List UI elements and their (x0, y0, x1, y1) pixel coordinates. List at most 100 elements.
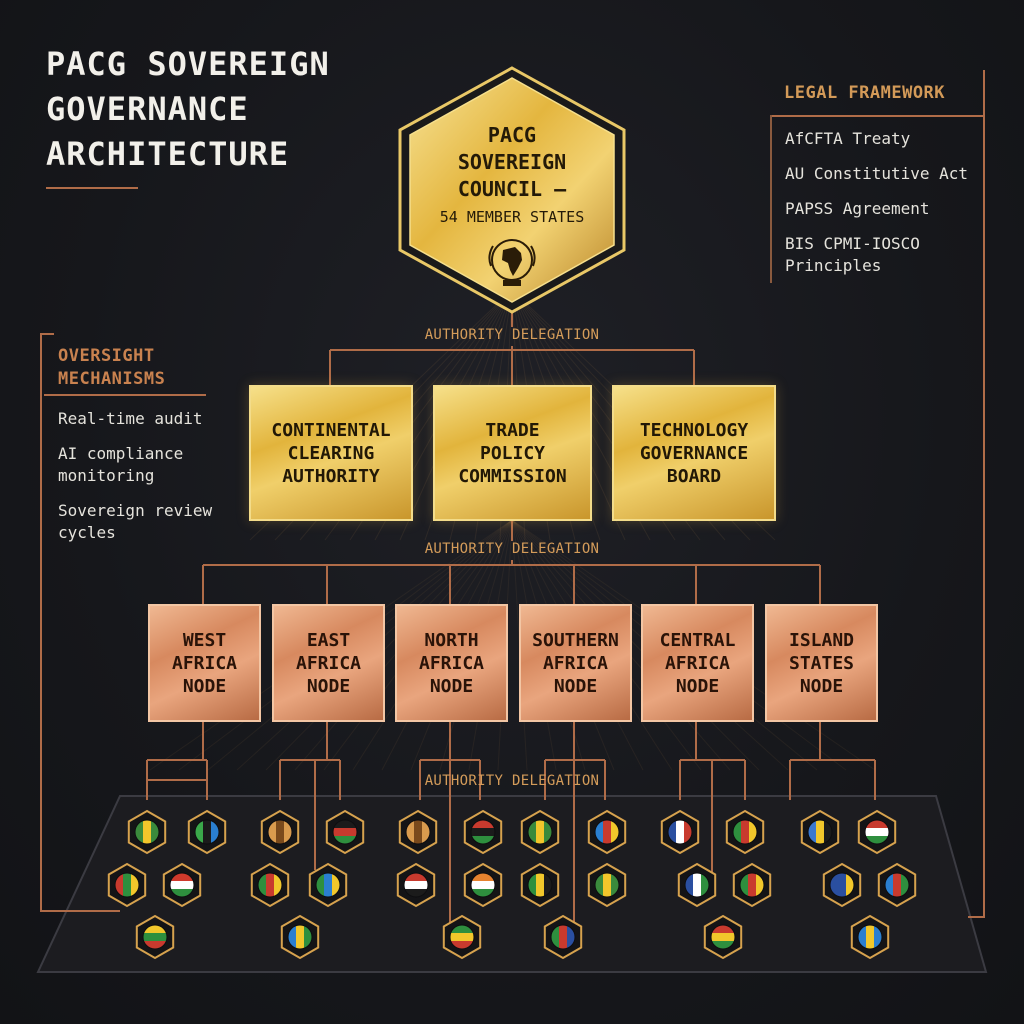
authority-label: TECHNOLOGY GOVERNANCE BOARD (639, 419, 749, 487)
technology-governance-board-box[interactable]: TECHNOLOGY GOVERNANCE BOARD (612, 385, 776, 521)
flag-stripe (741, 820, 749, 844)
flag-emblem-blue-icon (850, 914, 890, 960)
flag-disc-rim (594, 819, 620, 845)
flag-stripe (406, 820, 414, 844)
flag-disc-rim (169, 872, 195, 898)
flag-disc (858, 925, 882, 949)
flag-horizontal-red-black-green-icon (463, 809, 503, 855)
oversight-list: Real-time audit AI compliance monitoring… (58, 408, 228, 557)
flag-vertical-green-red-yellow-icon (250, 862, 290, 908)
continental-clearing-authority-box[interactable]: CONTINENTAL CLEARING AUTHORITY (249, 385, 413, 521)
flag-disc (733, 820, 757, 844)
flag-stripe (858, 925, 866, 949)
flag-stripe (559, 925, 567, 949)
flag-disc-rim (332, 819, 358, 845)
flag-disc-rim (470, 819, 496, 845)
central-africa-node-box[interactable]: CENTRAL AFRICA NODE (641, 604, 754, 722)
flag-horizontal-black-red-green-icon (325, 809, 365, 855)
oversight-item: AI compliance monitoring (58, 444, 184, 485)
west-africa-node-box[interactable]: WEST AFRICA NODE (148, 604, 261, 722)
flag-disc-rim (287, 924, 313, 950)
flag-stripe (865, 836, 889, 844)
flag-disc (170, 873, 194, 897)
flag-disc-rim (470, 872, 496, 898)
legal-framework-divider (770, 115, 772, 283)
flag-disc (711, 925, 735, 949)
flag-stripe (528, 873, 536, 897)
flag-stripe (123, 873, 131, 897)
oversight-heading: OVERSIGHT MECHANISMS (58, 346, 166, 389)
north-africa-node-box[interactable]: NORTH AFRICA NODE (395, 604, 508, 722)
oversight-rule (44, 394, 206, 396)
flag-disc-rim (142, 924, 168, 950)
island-states-node-box[interactable]: ISLAND STATES NODE (765, 604, 878, 722)
flag-stripe (276, 820, 284, 844)
flag-vertical-tricolor-green-yellow-green-icon (127, 809, 167, 855)
council-label: PACG SOVEREIGN COUNCIL — 54 MEMBER STATE… (420, 122, 604, 228)
flag-stars-blue-icon (822, 862, 862, 908)
flag-cross-blue-white-green-icon (677, 862, 717, 908)
flag-stripe (471, 873, 495, 881)
southern-africa-node-box[interactable]: SOUTHERN AFRICA NODE (519, 604, 632, 722)
flag-stripe (824, 820, 832, 844)
flag-stripe (874, 925, 882, 949)
flag-stripe (404, 889, 428, 897)
flag-stripe (471, 828, 495, 836)
flag-stripe (544, 820, 552, 844)
flag-disc-rim (194, 819, 220, 845)
node-label: CENTRAL AFRICA NODE (659, 629, 736, 697)
flag-disc (135, 820, 159, 844)
flag-stripe (756, 873, 764, 897)
council-name: PACG SOVEREIGN COUNCIL — (457, 123, 567, 201)
flag-vertical-tricolor-red-green-yellow-icon (107, 862, 147, 908)
flag-stripe (701, 873, 709, 897)
legal-framework-connector (968, 916, 983, 918)
flag-stripe (830, 873, 838, 897)
flag-disc-rim (684, 872, 710, 898)
authority-delegation-label: AUTHORITY DELEGATION (424, 773, 600, 789)
flag-disc-rim (857, 924, 883, 950)
flag-stripe (676, 820, 684, 844)
flag-disc-rim (403, 872, 429, 898)
flag-stripe (866, 925, 874, 949)
flag-horizontal-red-white-green-icon (162, 862, 202, 908)
title-underline (46, 187, 138, 189)
flag-disc-rim (267, 819, 293, 845)
flag-stripe (901, 873, 909, 897)
flag-diagonal-blue-yellow-green-icon (280, 914, 320, 960)
flag-stripe (450, 941, 474, 949)
flag-disc (471, 820, 495, 844)
flag-stripe (685, 873, 693, 897)
flag-stripe (296, 925, 304, 949)
flag-vertical-green-red-yellow-icon (732, 862, 772, 908)
flag-vertical-green-yellow-green-icon (587, 862, 627, 908)
flag-stripe (740, 873, 748, 897)
flag-disc-rim (257, 872, 283, 898)
flag-stripe (603, 820, 611, 844)
council-hexagon[interactable] (398, 66, 626, 314)
flag-disc-rim (134, 819, 160, 845)
flag-disc (551, 925, 575, 949)
flag-disc-rim (884, 872, 910, 898)
east-africa-node-box[interactable]: EAST AFRICA NODE (272, 604, 385, 722)
legal-framework-item: AU Constitutive Act (785, 164, 969, 183)
legal-framework-frame (770, 70, 985, 918)
flag-disc-rim (315, 872, 341, 898)
flag-stripe (143, 933, 167, 941)
flag-disc (885, 873, 909, 897)
trade-policy-commission-box[interactable]: TRADE POLICY COMMISSION (433, 385, 592, 521)
flag-stripe (332, 873, 340, 897)
flag-stripe (668, 820, 676, 844)
flag-stripe (603, 873, 611, 897)
flag-stripe (404, 881, 428, 889)
flag-diagonal-blue-red-green-icon (877, 862, 917, 908)
flag-disc (316, 873, 340, 897)
council-subtitle: 54 MEMBER STATES (439, 208, 585, 226)
flag-y-shape-green-red-blue-icon (543, 914, 583, 960)
flag-stripe (333, 836, 357, 844)
flag-disc (195, 820, 219, 844)
flag-stripe (684, 820, 692, 844)
flag-stripe (143, 820, 151, 844)
flag-disc-rim (449, 924, 475, 950)
flag-horizontal-red-white-green-icon (857, 809, 897, 855)
